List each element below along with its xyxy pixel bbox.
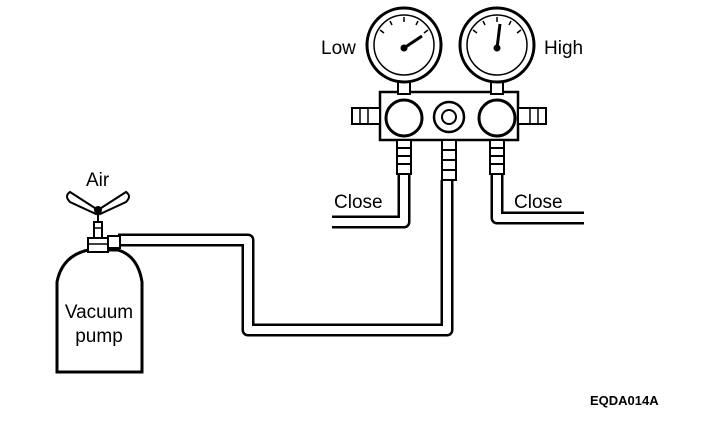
hose-high: [490, 175, 584, 225]
low-gauge-needle: [403, 34, 423, 50]
air-valve: [66, 190, 130, 222]
low-pressure-gauge: [365, 6, 443, 95]
figure-code: EQDA014A: [590, 393, 659, 408]
manifold-block: [351, 90, 547, 142]
pump-label-line2: pump: [75, 326, 123, 347]
high-label: High: [544, 38, 583, 59]
hose-center: [118, 180, 454, 337]
vacuum-pump: [55, 221, 144, 374]
low-label: Low: [321, 38, 356, 59]
close-label-left: Close: [334, 192, 383, 213]
pump-label-line1: Vacuum: [65, 302, 133, 323]
air-label: Air: [86, 170, 110, 191]
hose-low: [332, 175, 411, 229]
close-label-right: Close: [514, 192, 563, 213]
high-pressure-gauge: [458, 6, 536, 95]
high-gauge-needle: [495, 23, 502, 49]
fittings: [396, 139, 505, 181]
